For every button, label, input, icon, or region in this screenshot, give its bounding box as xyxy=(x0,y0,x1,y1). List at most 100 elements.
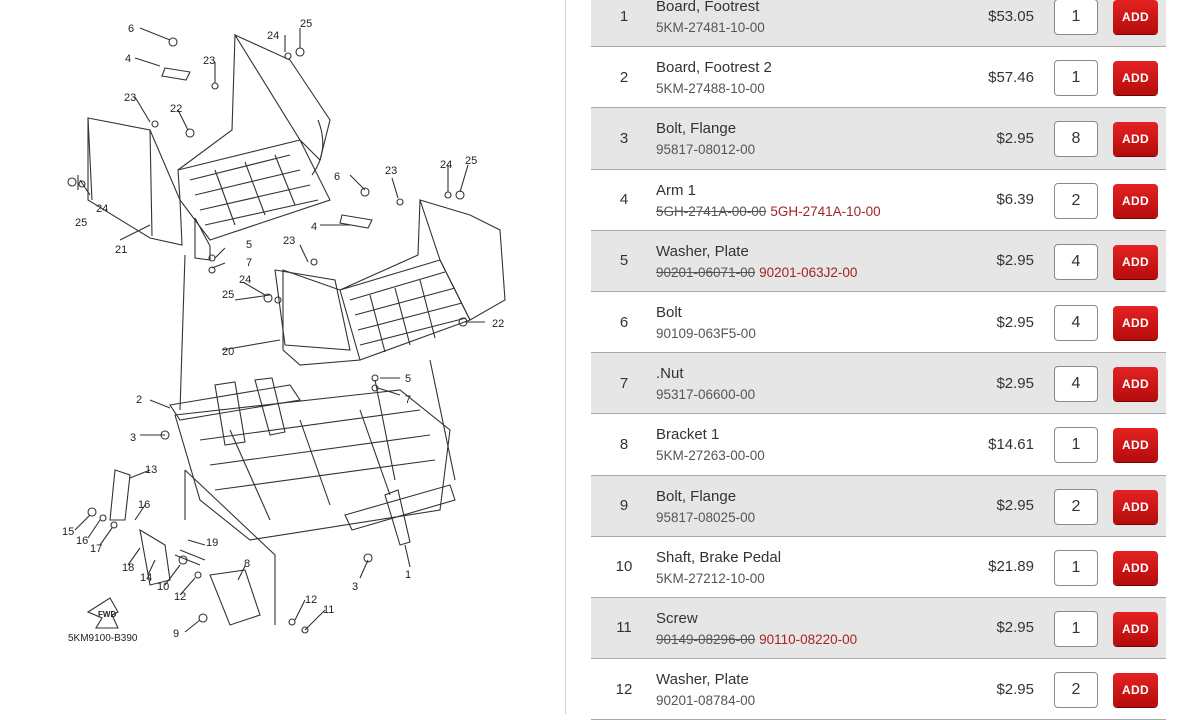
part-row: 9 Bolt, Flange 95817-08025-00 $2.95 ADD xyxy=(591,475,1166,537)
callout-4: 4 xyxy=(125,53,131,65)
part-price: $2.95 xyxy=(996,252,1034,270)
part-row: 8 Bracket 1 5KM-27263-00-00 $14.61 ADD xyxy=(591,414,1166,476)
callout-22: 22 xyxy=(170,103,182,115)
callout-22b: 22 xyxy=(492,318,504,330)
parts-list: 1 Board, Footrest 5KM-27481-10-00 $53.05… xyxy=(591,0,1166,720)
part-price: $2.95 xyxy=(996,497,1034,515)
add-to-cart-button[interactable]: ADD xyxy=(1113,244,1158,279)
add-to-cart-button[interactable]: ADD xyxy=(1113,611,1158,646)
callout-14: 14 xyxy=(140,572,152,584)
part-description: .Nut xyxy=(656,365,684,383)
fwd-label: FWD xyxy=(98,610,116,619)
add-to-cart-button[interactable]: ADD xyxy=(1113,305,1158,340)
part-price: $2.95 xyxy=(996,313,1034,331)
callout-23: 23 xyxy=(203,55,215,67)
quantity-input[interactable] xyxy=(1054,366,1098,403)
callout-23d: 23 xyxy=(283,235,295,247)
quantity-input[interactable] xyxy=(1054,0,1098,35)
callout-10: 10 xyxy=(157,581,169,593)
part-description: Screw xyxy=(656,609,698,627)
add-to-cart-button[interactable]: ADD xyxy=(1113,183,1158,218)
part-number-value: 90201-08784-00 xyxy=(656,693,756,709)
add-to-cart-button[interactable]: ADD xyxy=(1113,61,1158,96)
callout-12b: 12 xyxy=(305,594,317,606)
part-price: $14.61 xyxy=(988,435,1034,453)
callout-9: 9 xyxy=(173,628,179,640)
part-ref-number: 5 xyxy=(619,252,629,270)
part-row: 6 Bolt 90109-063F5-00 $2.95 ADD xyxy=(591,292,1166,354)
part-price: $2.95 xyxy=(996,619,1034,637)
part-row: 12 Washer, Plate 90201-08784-00 $2.95 AD… xyxy=(591,659,1166,720)
add-to-cart-button[interactable]: ADD xyxy=(1113,367,1158,402)
part-ref-number: 8 xyxy=(619,435,629,453)
quantity-input[interactable] xyxy=(1054,304,1098,341)
quantity-input[interactable] xyxy=(1054,610,1098,647)
add-to-cart-button[interactable]: ADD xyxy=(1113,673,1158,708)
add-to-cart-button[interactable]: ADD xyxy=(1113,0,1158,34)
quantity-input[interactable] xyxy=(1054,488,1098,525)
callout-24b: 24 xyxy=(96,203,108,215)
quantity-input[interactable] xyxy=(1054,121,1098,158)
quantity-input[interactable] xyxy=(1054,549,1098,586)
callout-1: 1 xyxy=(405,569,411,581)
add-to-cart-button[interactable]: ADD xyxy=(1113,122,1158,157)
part-ref-number: 7 xyxy=(619,374,629,392)
add-to-cart-button[interactable]: ADD xyxy=(1113,550,1158,585)
quantity-input[interactable] xyxy=(1054,182,1098,219)
part-ref-number: 3 xyxy=(619,129,629,147)
part-row: 1 Board, Footrest 5KM-27481-10-00 $53.05… xyxy=(591,0,1166,48)
part-row: 10 Shaft, Brake Pedal 5KM-27212-10-00 $2… xyxy=(591,537,1166,598)
callout-25c: 25 xyxy=(465,155,477,167)
part-price: $57.46 xyxy=(988,68,1034,86)
callout-23c: 23 xyxy=(385,165,397,177)
part-number-value: 95317-06600-00 xyxy=(656,387,756,403)
part-price: $2.95 xyxy=(996,374,1034,392)
quantity-input[interactable] xyxy=(1054,60,1098,97)
part-ref-number: 11 xyxy=(616,619,632,637)
callout-6b: 6 xyxy=(334,171,340,183)
callout-7: 7 xyxy=(246,257,252,269)
callout-8: 8 xyxy=(244,558,250,570)
part-row: 7 .Nut 95317-06600-00 $2.95 ADD xyxy=(591,353,1166,415)
callout-4b: 4 xyxy=(311,221,317,233)
callout-24: 24 xyxy=(267,30,279,42)
add-to-cart-button[interactable]: ADD xyxy=(1113,489,1158,524)
part-ref-number: 12 xyxy=(615,680,633,698)
callout-24c: 24 xyxy=(440,159,452,171)
callout-25: 25 xyxy=(300,18,312,30)
part-number: 5KM-27263-00-00 xyxy=(656,448,765,463)
callout-18: 18 xyxy=(122,562,134,574)
callout-25b: 25 xyxy=(75,217,87,229)
quantity-input[interactable] xyxy=(1054,427,1098,464)
part-description: Bolt xyxy=(656,303,682,321)
part-price: $21.89 xyxy=(988,558,1034,576)
quantity-input[interactable] xyxy=(1054,672,1098,709)
part-description: Shaft, Brake Pedal xyxy=(656,548,782,566)
replacement-part-number: 90110-08220-00 xyxy=(759,631,858,647)
replacement-part-number: 90201-063J2-00 xyxy=(759,264,858,280)
callout-5: 5 xyxy=(246,239,252,251)
part-ref-number: 10 xyxy=(615,558,633,576)
part-price: $53.05 xyxy=(988,7,1034,25)
callout-12: 12 xyxy=(174,591,186,603)
superseded-part-number: 5GH-2741A-00-00 xyxy=(656,203,767,219)
callout-16b: 16 xyxy=(76,535,88,547)
superseded-part-number: 90149-08296-00 xyxy=(656,631,756,647)
part-description: Bolt, Flange xyxy=(656,120,737,138)
part-row: 2 Board, Footrest 2 5KM-27488-10-00 $57.… xyxy=(591,47,1166,109)
part-description: Washer, Plate xyxy=(656,242,749,260)
part-number-value: 5KM-27488-10-00 xyxy=(656,81,765,97)
callout-21: 21 xyxy=(115,244,127,256)
callout-13: 13 xyxy=(145,464,157,476)
diagram-code: 5KM9100-B390 xyxy=(68,633,138,644)
part-ref-number: 1 xyxy=(619,7,629,25)
parts-diagram: 25 6 24 4 23 23 22 24 25 21 23 24 25 6 4… xyxy=(0,0,566,714)
add-to-cart-button[interactable]: ADD xyxy=(1113,428,1158,463)
replacement-part-number: 5GH-2741A-10-00 xyxy=(770,203,881,219)
part-row: 3 Bolt, Flange 95817-08012-00 $2.95 ADD xyxy=(591,108,1166,170)
quantity-input[interactable] xyxy=(1054,243,1098,280)
callout-3b: 3 xyxy=(352,581,358,593)
